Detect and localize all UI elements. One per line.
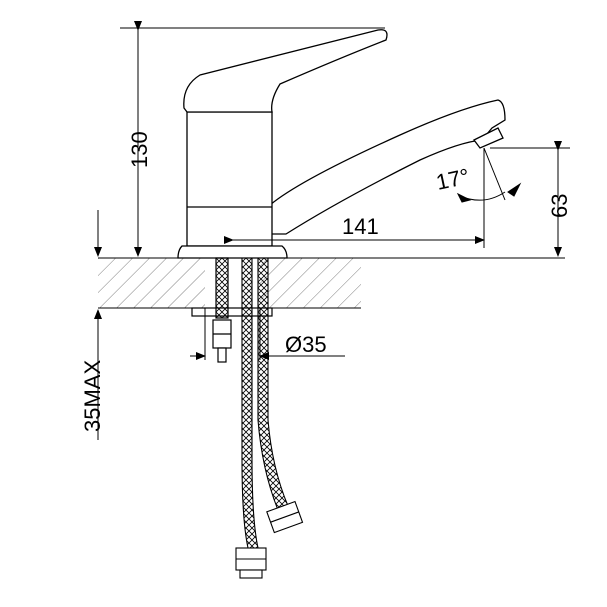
- countertop: [98, 257, 565, 309]
- threaded-stud: [215, 257, 229, 319]
- stud-end: [217, 347, 227, 363]
- dimension-spout-height: [490, 141, 570, 257]
- reach-label: 141: [342, 214, 379, 239]
- dimension-angle: [456, 147, 522, 203]
- angle-arrow-right: [507, 182, 522, 197]
- hose-right-fitting-line: [270, 511, 299, 523]
- body-cylinder: [186, 111, 273, 247]
- dimension-reach: [224, 148, 485, 248]
- angle-label: 17°: [434, 164, 472, 195]
- flex-hoses: [235, 257, 304, 579]
- spout-height-label: 63: [547, 194, 572, 218]
- mounting-washer: [191, 307, 273, 317]
- hose-left-end: [239, 569, 263, 579]
- base-flange: [177, 245, 288, 259]
- dimension-diameter: [190, 308, 345, 360]
- spout: [269, 99, 506, 235]
- faucet-body: [177, 29, 506, 259]
- angle-arrow-left: [456, 192, 472, 203]
- aerator: [473, 127, 504, 149]
- lever-handle: [183, 29, 388, 113]
- diameter-label: Ø35: [285, 332, 327, 357]
- max-thickness-label: 35MAX: [80, 360, 105, 432]
- height-label: 130: [127, 131, 152, 168]
- mounting-assembly: [191, 257, 273, 363]
- dimension-height: [120, 21, 385, 257]
- angle-ext-line: [483, 147, 506, 201]
